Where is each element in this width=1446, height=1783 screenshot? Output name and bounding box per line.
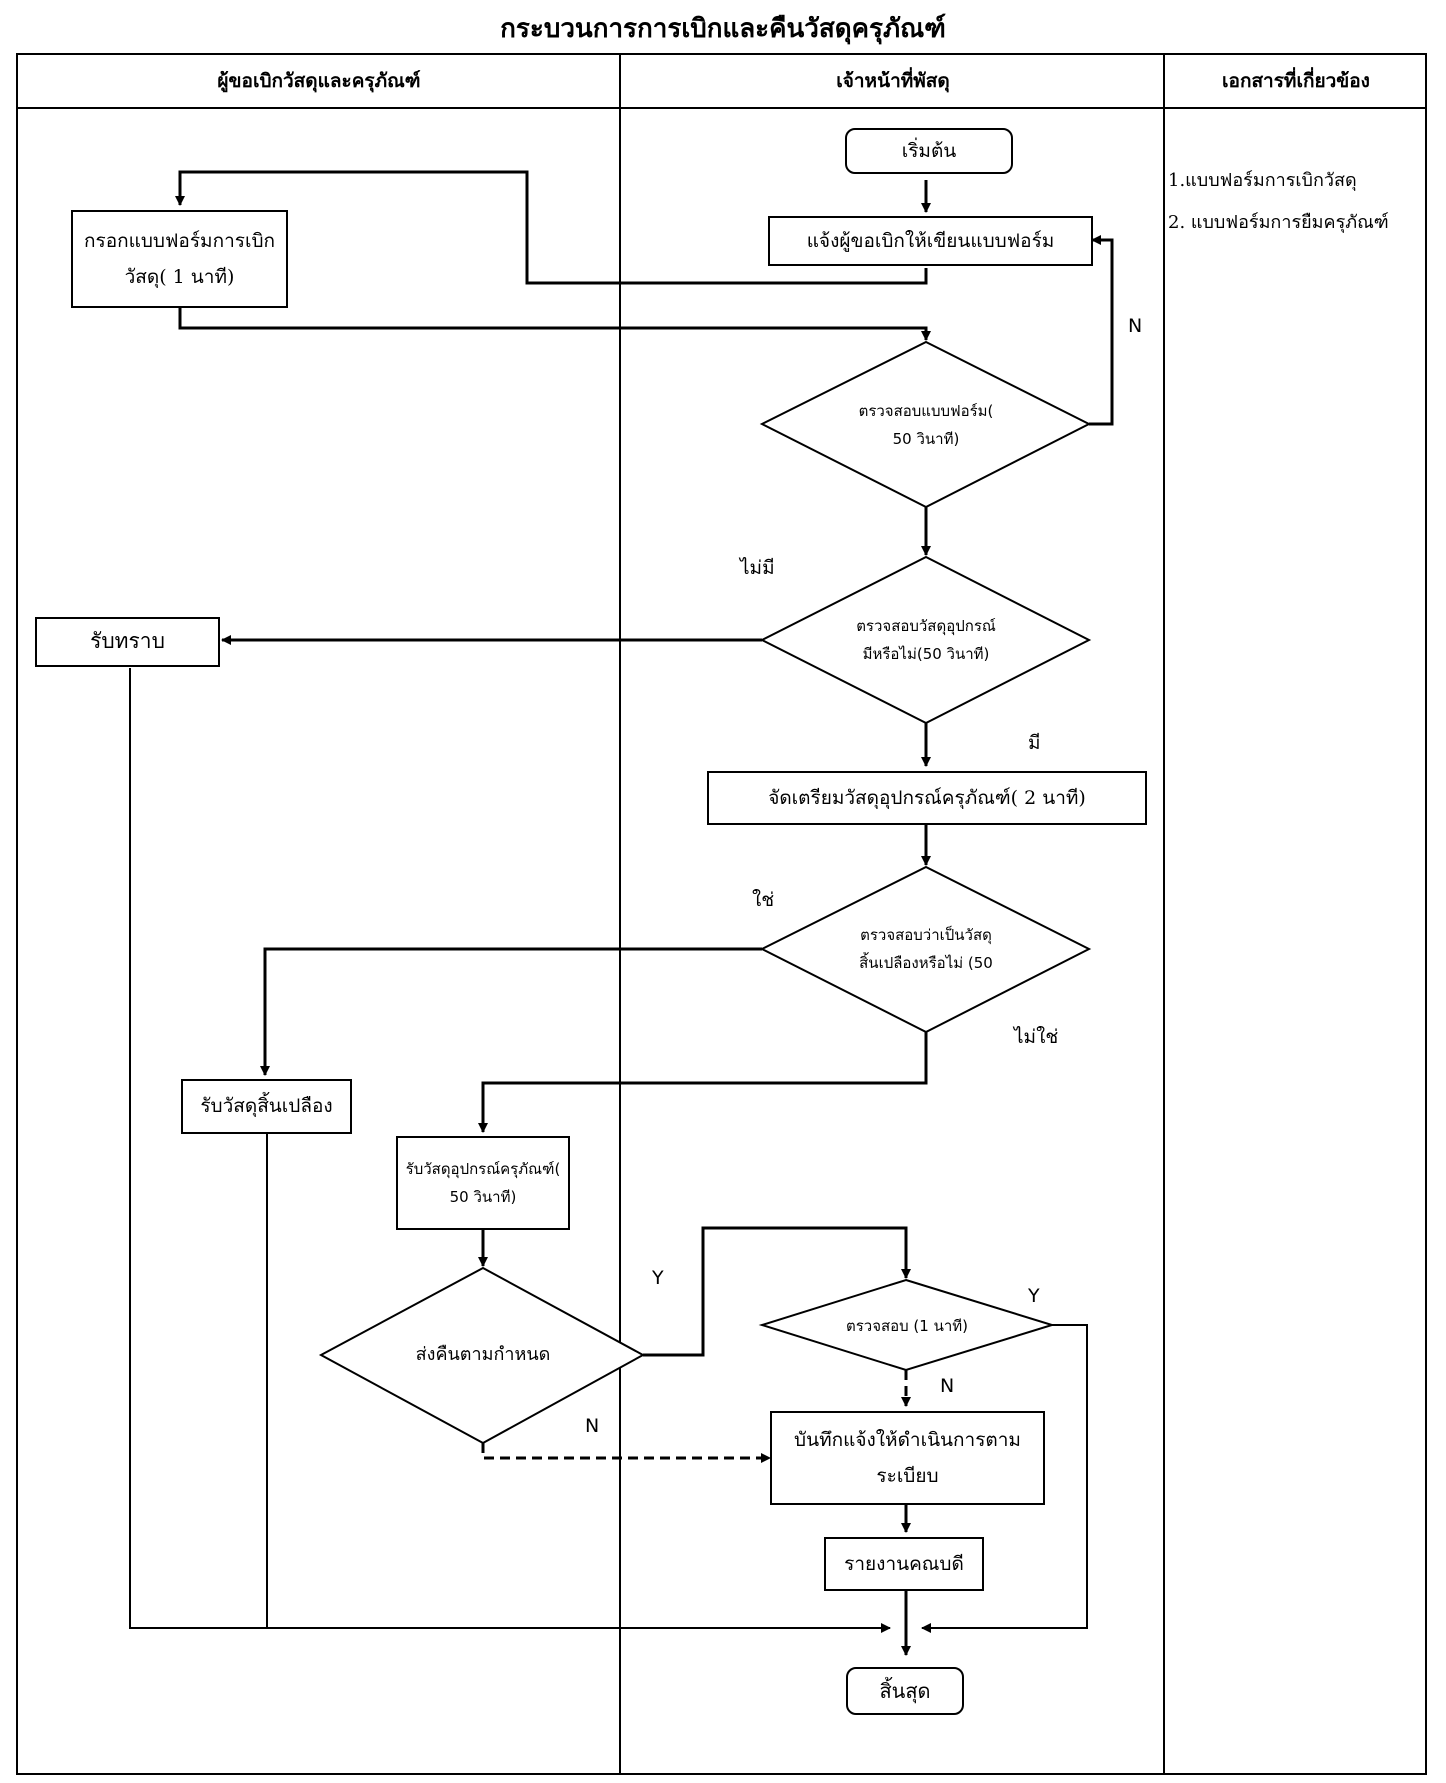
page-title: กระบวนการการเบิกและคืนวัสดุครุภัณฑ์ <box>500 14 946 44</box>
check-stock-line-1: ตรวจสอบวัสดุอุปกรณ์ <box>856 616 996 635</box>
receive-consumable-box: รับวัสดุสิ้นเปลือง <box>181 1079 352 1134</box>
prepare-box: จัดเตรียมวัสดุอุปกรณ์ครุภัณฑ์( 2 นาที) <box>707 771 1147 825</box>
edge-return-yes <box>643 1226 911 1357</box>
swimlane-frame <box>16 53 1427 1775</box>
report-box: รายงานคณบดี <box>824 1537 984 1591</box>
fill-form-line-2: วัสดุ( 1 นาที) <box>124 266 235 288</box>
check-stock-text: ตรวจสอบวัสดุอุปกรณ์ มีหรือไม่(50 วินาที) <box>800 610 1052 670</box>
return-on-time-text: ส่งคืนตามกำหนด <box>415 1343 551 1365</box>
label-no-consumable: ไม่ใช่ <box>1014 1026 1059 1048</box>
decision-shapes <box>318 340 1092 1445</box>
fill-form-line-1: กรอกแบบฟอร์มการเบิก <box>83 229 276 252</box>
receive-equipment-box: รับวัสดุอุปกรณ์ครุภัณฑ์( 50 วินาที) <box>396 1136 570 1230</box>
end-node: สิ้นสุด <box>846 1667 964 1715</box>
label-n-return: N <box>585 1415 600 1437</box>
check-consumable-line-2: สิ้นเปลืองหรือไม่ (50 <box>859 954 993 972</box>
receive-equipment-line-2: 50 วินาที) <box>449 1188 517 1206</box>
check-form-text: ตรวจสอบแบบฟอร์ม( 50 วินาที) <box>800 395 1052 455</box>
edge-fill-check <box>178 308 931 341</box>
check-consumable-line-1: ตรวจสอบว่าเป็นวัสดุ <box>860 925 992 944</box>
column-header-officer: เจ้าหน้าที่พัสดุ <box>836 70 950 92</box>
check-form-line-1: ตรวจสอบแบบฟอร์ม( <box>858 401 994 420</box>
edge-inspect-yes <box>921 1324 1088 1633</box>
column-header-documents: เอกสารที่เกี่ยวข้อง <box>1222 70 1370 92</box>
receive-equipment-line-1: รับวัสดุอุปกรณ์ครุภัณฑ์( <box>405 1159 561 1178</box>
label-y-inspect: Y <box>1028 1285 1040 1307</box>
lane-dividers <box>16 53 1427 1775</box>
document-item-1: 1.แบบฟอร์มการเบิกวัสดุ <box>1168 170 1357 191</box>
edge-check-notify-N <box>1089 235 1114 426</box>
label-yes-consumable: ใช่ <box>752 889 775 911</box>
document-item-2: 2. แบบฟอร์มการยืมครุภัณฑ์ <box>1168 212 1389 233</box>
label-n-form: N <box>1128 315 1143 337</box>
notify-form-box: แจ้งผู้ขอเบิกให้เขียนแบบฟอร์ม <box>768 216 1093 266</box>
label-y-return: Y <box>652 1267 664 1289</box>
edge-notify-fill <box>175 170 928 285</box>
label-not-have: ไม่มี <box>740 557 775 579</box>
record-box: บันทึกแจ้งให้ดำเนินการตาม ระเบียบ <box>770 1411 1045 1505</box>
acknowledge-box: รับทราบ <box>35 617 220 667</box>
start-node: เริ่มต้น <box>845 128 1013 174</box>
label-n-inspect: N <box>940 1375 955 1397</box>
edge-ack-merge <box>129 668 891 1633</box>
fill-form-box: กรอกแบบฟอร์มการเบิก วัสดุ( 1 นาที) <box>71 210 288 308</box>
edge-consumable-yes <box>260 947 762 1076</box>
record-line-2: ระเบียบ <box>876 1465 939 1487</box>
edge-return-no-dashed <box>481 1443 771 1463</box>
check-consumable-text: ตรวจสอบว่าเป็นวัสดุ สิ้นเปลืองหรือไม่ (5… <box>800 917 1052 981</box>
check-form-line-2: 50 วินาที) <box>892 430 960 448</box>
edge-consumable-no <box>478 1032 928 1133</box>
record-line-1: บันทึกแจ้งให้ดำเนินการตาม <box>794 1428 1021 1451</box>
check-stock-line-2: มีหรือไม่(50 วินาที) <box>862 645 990 663</box>
column-header-requester: ผู้ขอเบิกวัสดุและครุภัณฑ์ <box>217 70 421 92</box>
inspect-text: ตรวจสอบ (1 นาที) <box>845 1316 969 1335</box>
label-have: มี <box>1028 732 1041 754</box>
